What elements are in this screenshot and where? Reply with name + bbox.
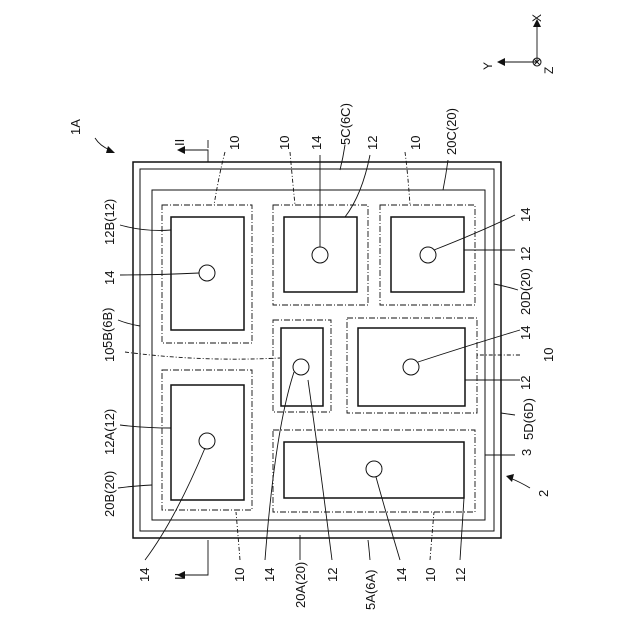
frame-5C-right (380, 205, 475, 305)
label-5D: 5D(6D) (521, 398, 536, 440)
label-10-top-1: 10 (227, 136, 242, 150)
axis-indicator (497, 19, 541, 66)
axis-label-y: Y (481, 62, 495, 70)
circle-14-5D (403, 359, 419, 375)
axis-label-x: X (530, 14, 544, 22)
chip-5C-right (391, 217, 464, 292)
label-14-bottom-2: 14 (262, 568, 277, 582)
frame-5D (347, 318, 477, 413)
region-3-border (152, 190, 485, 520)
label-20C: 20C(20) (444, 108, 459, 155)
label-10-right: 10 (541, 348, 556, 362)
label-14-bottom-1: 14 (137, 568, 152, 582)
label-5B: 5B(6B) (100, 308, 115, 348)
label-10-left: 10 (102, 348, 117, 362)
label-10-bottom-1: 10 (232, 568, 247, 582)
label-12A: 12A(12) (102, 409, 117, 455)
section-label-bottom: II (172, 573, 187, 580)
circle-14-5C-left (312, 247, 328, 263)
circle-14-5C-right (420, 247, 436, 263)
label-14-left-1: 14 (102, 271, 117, 285)
chip-5C-left (284, 217, 357, 292)
label-3: 3 (519, 449, 534, 456)
circle-14-center (293, 359, 309, 375)
axis-label-z: Z (542, 67, 556, 74)
label-12-bottom-1: 12 (325, 568, 340, 582)
label-14-right-2: 14 (518, 326, 533, 340)
label-12-top: 12 (365, 136, 380, 150)
chip-12A (171, 385, 244, 500)
label-10-bottom-2: 10 (423, 568, 438, 582)
circle-14-12B (199, 265, 215, 281)
label-12B: 12B(12) (102, 199, 117, 245)
label-14-right-1: 14 (518, 208, 533, 222)
label-12-right-1: 12 (518, 247, 533, 261)
label-1A: 1A (68, 119, 83, 135)
circle-14-5A (366, 461, 382, 477)
label-5C: 5C(6C) (338, 103, 353, 145)
label-10-top-2: 10 (277, 136, 292, 150)
label-14-top: 14 (309, 136, 324, 150)
substrate-inner-border (140, 169, 494, 531)
chip-5A (284, 442, 464, 498)
frame-12A (162, 370, 252, 510)
frame-5C-left (273, 205, 368, 305)
label-14-bottom-3: 14 (394, 568, 409, 582)
label-20B: 20B(20) (102, 471, 117, 517)
chip-5D (358, 328, 465, 406)
substrate-outer-border (133, 162, 501, 538)
label-20D: 20D(20) (518, 268, 533, 315)
label-12-bottom-2: 12 (453, 568, 468, 582)
circle-14-12A (199, 433, 215, 449)
label-10-top-3: 10 (408, 136, 423, 150)
label-2: 2 (536, 490, 551, 497)
label-5A: 5A(6A) (363, 570, 378, 610)
label-20A: 20A(20) (293, 562, 308, 608)
label-12-right-2: 12 (518, 376, 533, 390)
section-label-top: II (172, 139, 187, 146)
